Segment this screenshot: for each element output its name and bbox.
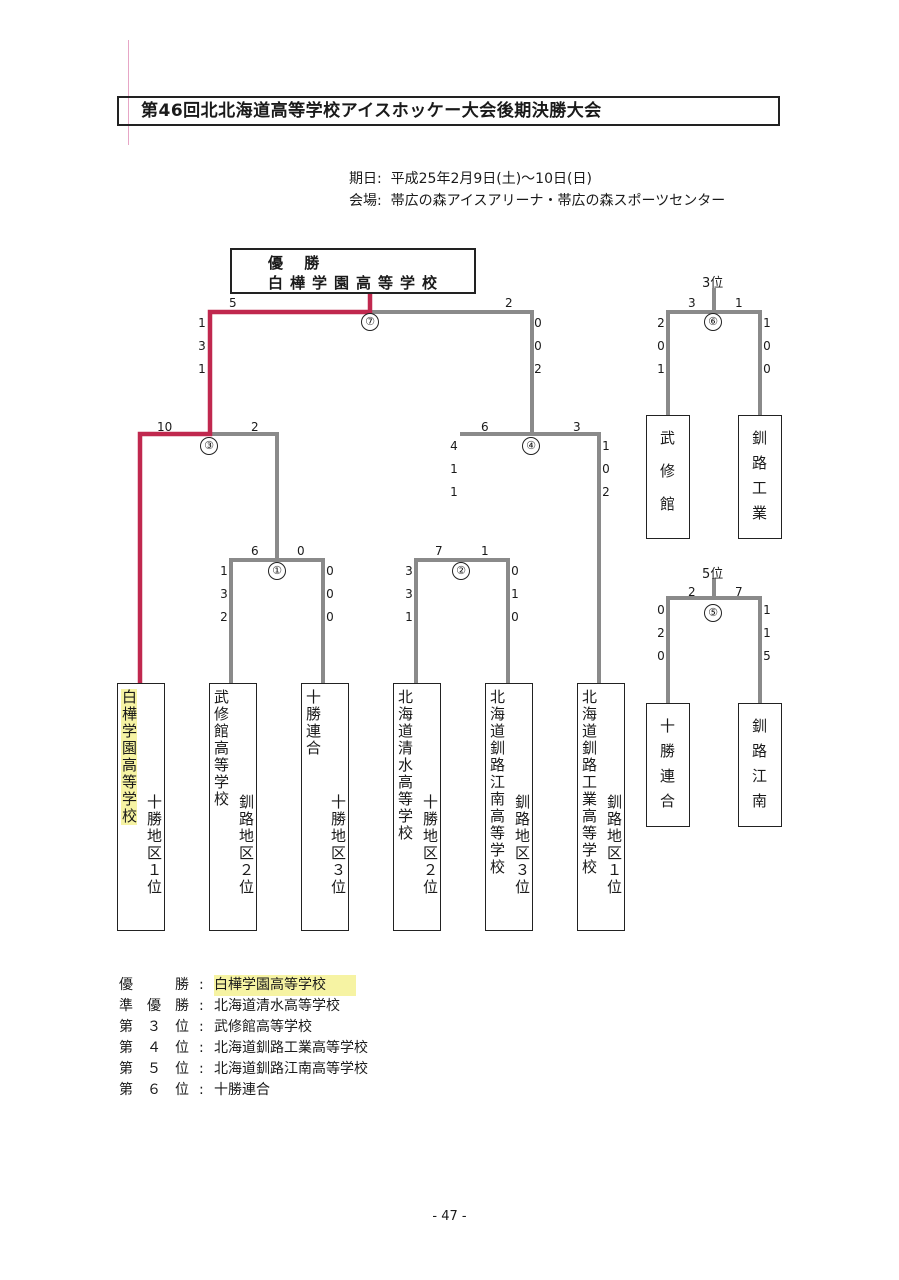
team-box-3: 十勝連合 十勝地区３位: [301, 683, 349, 931]
fifth-right-team: 釧路江南: [738, 703, 782, 827]
team-box-5: 北海道釧路江南高等学校 釧路地区３位: [485, 683, 533, 931]
m3-left-total: 10: [157, 420, 173, 434]
fifth-left-total: 2: [688, 585, 696, 599]
third-left-team: 武修館: [646, 415, 690, 539]
team-4-region: 十勝地区２位: [421, 794, 439, 896]
third-right-team: 釧路工業: [738, 415, 782, 539]
champion-name: 白樺学園高等学校: [268, 274, 445, 292]
team-box-2: 武修館高等学校 釧路地区２位: [209, 683, 257, 931]
team-box-6: 北海道釧路工業高等学校 釧路地区１位: [577, 683, 625, 931]
third-place-label: 3位: [702, 276, 724, 291]
m3-right-total: 2: [251, 420, 259, 434]
match-2-number: ②: [452, 562, 470, 580]
m1-right-total: 0: [297, 544, 305, 558]
venue-line: 会場: 帯広の森アイスアリーナ・帯広の森スポーツセンター: [349, 193, 726, 209]
team-1-region: 十勝地区１位: [145, 794, 163, 896]
team-6-region: 釧路地区１位: [605, 794, 623, 896]
date-line: 期日: 平成25年2月9日(土)～10日(日): [349, 171, 592, 187]
m4-left-total: 6: [481, 420, 489, 434]
team-2-region: 釧路地区２位: [237, 794, 255, 896]
page-title: 第46回北北海道高等学校アイスホッケー大会後期決勝大会: [117, 96, 780, 126]
team-5-region: 釧路地区３位: [513, 794, 531, 896]
team-5-name: 北海道釧路江南高等学校: [488, 689, 506, 876]
team-box-1: 白樺学園高等学校 十勝地区１位: [117, 683, 165, 931]
match-1-number: ①: [268, 562, 286, 580]
venue-label: 会場: [349, 193, 377, 209]
m7-right-total: 2: [505, 296, 513, 310]
match-4-number: ④: [522, 437, 540, 455]
champion-label: 優 勝: [268, 254, 328, 272]
fifth-right-total: 7: [735, 585, 743, 599]
team-2-name: 武修館高等学校: [212, 689, 230, 808]
bracket-m4: [460, 432, 601, 686]
fifth-place-label: 5位: [702, 567, 724, 582]
match-5-number: ⑤: [704, 604, 722, 622]
team-6-name: 北海道釧路工業高等学校: [580, 689, 598, 876]
match-3-number: ③: [200, 437, 218, 455]
team-4-name: 北海道清水高等学校: [396, 689, 414, 842]
bracket-third: [666, 288, 762, 418]
date-value: 平成25年2月9日(土)～10日(日): [390, 171, 592, 187]
team-3-name: 十勝連合: [304, 689, 322, 757]
fifth-left-team: 十勝連合: [646, 703, 690, 827]
m2-left-total: 7: [435, 544, 443, 558]
bracket-m3-right: [208, 432, 279, 562]
m2-right-total: 1: [481, 544, 489, 558]
match-6-number: ⑥: [704, 313, 722, 331]
venue-value: 帯広の森アイスアリーナ・帯広の森スポーツセンター: [390, 193, 726, 209]
bracket-m2-right: [460, 558, 510, 686]
bracket-m2-left: [414, 558, 464, 686]
team-1-name: 白樺学園高等学校: [120, 689, 138, 825]
bracket-m1-left: [229, 558, 279, 686]
champion-box: 優 勝 白樺学園高等学校: [230, 248, 476, 294]
winner-path: [137, 294, 373, 684]
team-3-region: 十勝地区３位: [329, 794, 347, 896]
m7-left-total: 5: [229, 296, 237, 310]
third-right-total: 1: [735, 296, 743, 310]
bracket-m7-right: [368, 310, 534, 436]
page-number: - 47 -: [432, 1209, 467, 1224]
team-box-4: 北海道清水高等学校 十勝地区２位: [393, 683, 441, 931]
match-7-number: ⑦: [361, 313, 379, 331]
bracket-fifth: [666, 578, 762, 706]
m4-right-total: 3: [573, 420, 581, 434]
bracket-m1-right: [275, 558, 325, 686]
third-left-total: 3: [688, 296, 696, 310]
date-label: 期日: [349, 171, 377, 187]
m1-left-total: 6: [251, 544, 259, 558]
margin-line: [128, 40, 129, 145]
